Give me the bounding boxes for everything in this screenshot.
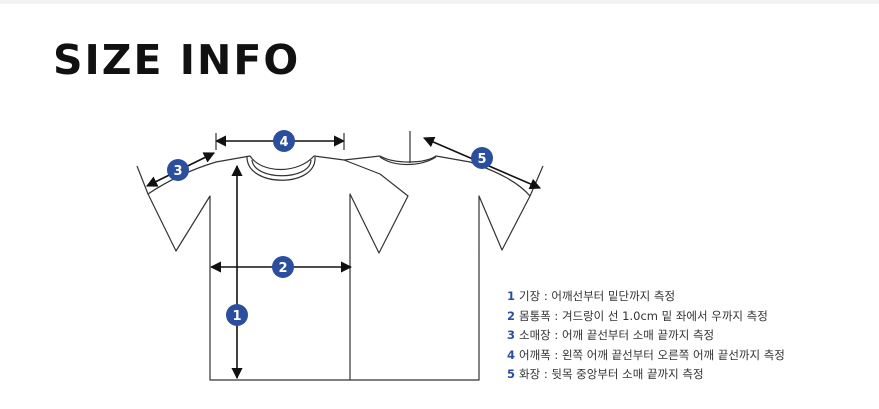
svg-text:2: 2 (278, 261, 287, 276)
top-divider-bar (0, 0, 879, 4)
svg-text:3: 3 (173, 164, 182, 179)
badge-2: 2 (272, 256, 294, 278)
page-title: SIZE INFO (53, 36, 301, 84)
svg-text:5: 5 (477, 152, 486, 167)
badge-1: 1 (226, 304, 248, 326)
badge-4: 4 (273, 130, 295, 152)
badge-5: 5 (471, 147, 493, 169)
svg-text:1: 1 (232, 309, 241, 324)
svg-text:4: 4 (279, 135, 288, 150)
badge-3: 3 (167, 159, 189, 181)
